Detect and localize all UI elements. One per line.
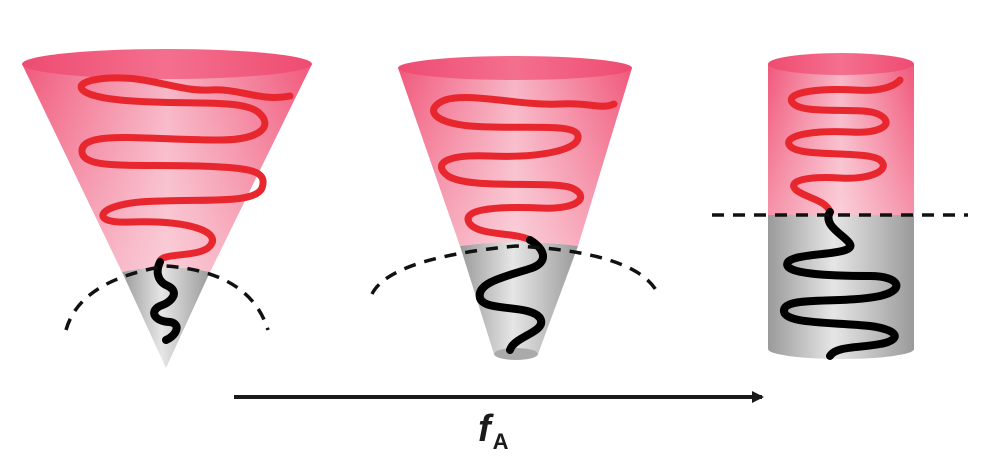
arrow-label: fA <box>478 410 509 453</box>
cone-shape-2 <box>370 56 658 360</box>
cone-2-black-chain <box>475 236 547 354</box>
cylinder-red-chain <box>785 76 904 216</box>
cone-2-red-chain <box>430 94 618 244</box>
cone-2-top-cap <box>398 56 632 80</box>
cone-shape-1 <box>22 49 312 368</box>
cone-1-dashed-arc <box>64 264 270 331</box>
cylinder-black-chain <box>780 208 901 360</box>
cone-2-dashed-arc <box>370 244 658 295</box>
cylinder-top-cap <box>768 53 914 75</box>
cone-1-black-chain <box>150 258 181 344</box>
cylinder-shape <box>712 53 968 360</box>
cone-2-gray-bottom <box>460 242 578 357</box>
arrow-label-subscript: A <box>492 429 509 454</box>
cone-1-gray-tip <box>122 267 210 368</box>
cone-1-red-chain <box>77 74 294 266</box>
cone-1-top-cap <box>22 49 312 79</box>
arrow-label-main: f <box>478 408 491 450</box>
